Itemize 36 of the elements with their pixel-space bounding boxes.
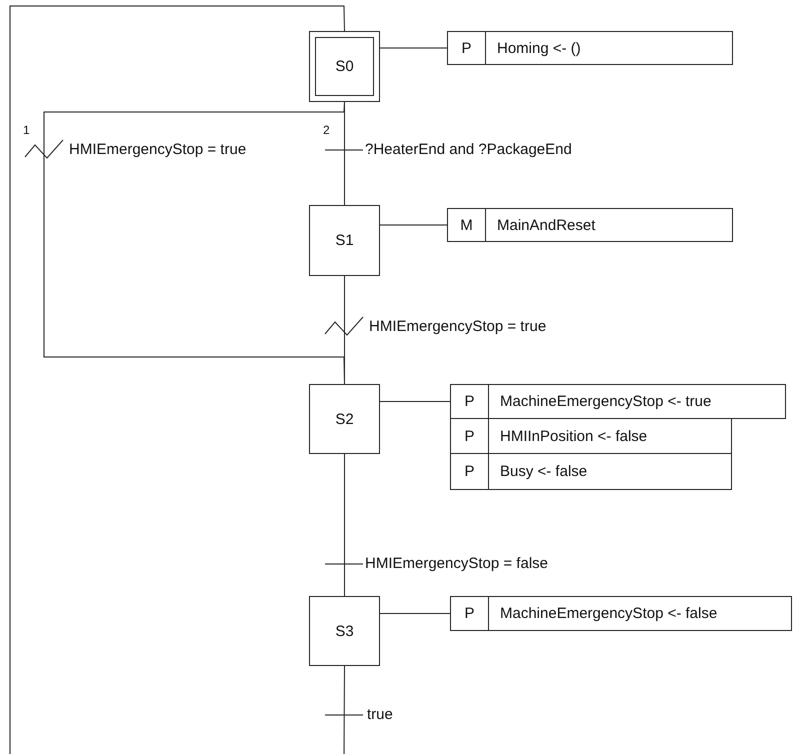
- action-text: MachineEmergencyStop <- true: [499, 392, 712, 412]
- action-text: Homing <- (): [496, 38, 581, 58]
- step-box: [309, 384, 380, 454]
- action-qualifier: M: [448, 209, 486, 241]
- connector-line: [380, 401, 450, 402]
- action-text: MachineEmergencyStop <- false: [499, 604, 718, 624]
- priority-number: 2: [323, 123, 330, 137]
- step-label: S3: [335, 622, 354, 640]
- action-qualifier: P: [451, 454, 489, 489]
- connector-line: [344, 454, 345, 596]
- connector-line: [380, 224, 448, 226]
- connector-line: [380, 613, 450, 614]
- transition-condition: HMIEmergencyStop = true: [68, 141, 248, 159]
- priority-number: 1: [23, 123, 30, 137]
- action-box: [447, 31, 733, 65]
- connector-line: [344, 276, 345, 384]
- action-text: Busy <- false: [499, 462, 588, 482]
- action-text: HMIInPosition <- false: [499, 426, 648, 446]
- step-label: S0: [335, 58, 354, 75]
- action-qualifier: P: [448, 32, 486, 64]
- action-box: [450, 418, 732, 454]
- transition-condition: HMIEmergencyStop = true: [368, 318, 548, 336]
- action-box: [447, 208, 733, 242]
- step-box: [309, 205, 380, 276]
- action-box: [450, 453, 732, 490]
- transition-condition: HMIEmergencyStop = false: [364, 555, 549, 573]
- action-box: [450, 596, 792, 631]
- step-label: S1: [335, 232, 354, 249]
- step-label: S2: [335, 410, 354, 428]
- transition-condition: ?HeaterEnd and ?PackageEnd: [364, 141, 573, 159]
- initial-step-box: [309, 31, 380, 102]
- connector-line: [10, 6, 345, 754]
- step-box: [309, 596, 380, 666]
- action-text: MainAndReset: [496, 216, 596, 236]
- action-box: [450, 384, 786, 419]
- action-qualifier: P: [451, 597, 489, 630]
